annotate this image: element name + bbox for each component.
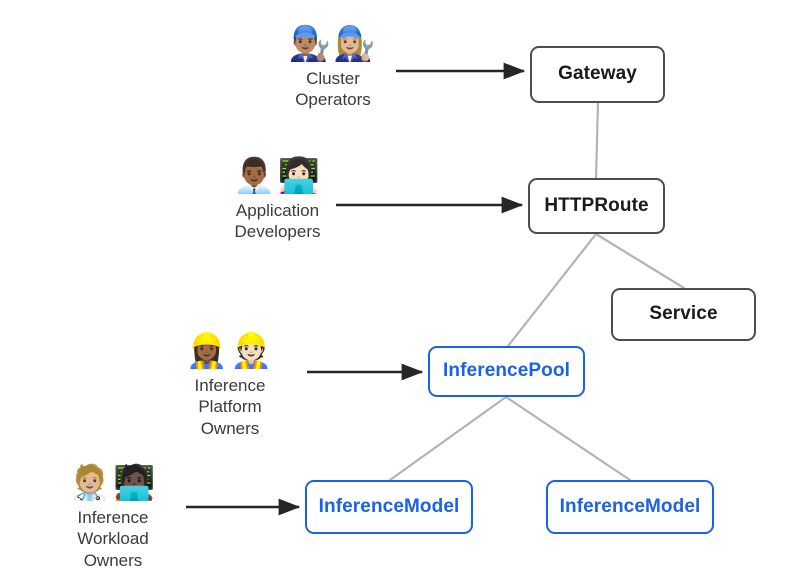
persona-label-inference-platform-owners: Inference Platform Owners bbox=[194, 376, 266, 438]
node-inferencepool[interactable]: InferencePool bbox=[428, 346, 585, 397]
connector-httproute-inferencepool bbox=[506, 232, 598, 348]
connector-httproute-service bbox=[594, 232, 686, 290]
connector-gateway-httproute bbox=[594, 101, 600, 180]
persona-icon-inference-workload-owners: 🧑🏼‍⚕️🧑🏿‍💻 bbox=[68, 463, 158, 503]
persona-label-cluster-operators: Cluster Operators bbox=[295, 69, 371, 110]
node-label-service: Service bbox=[649, 303, 718, 325]
persona-icon-application-developers: 👨🏾‍💼👩🏻‍💻 bbox=[233, 156, 322, 196]
node-gateway[interactable]: Gateway bbox=[530, 46, 665, 103]
persona-label-application-developers: Application Developers bbox=[234, 201, 321, 242]
node-label-inferencemodel-left: InferenceModel bbox=[318, 495, 460, 517]
connector-inferencepool-model-left bbox=[388, 395, 508, 482]
persona-inference-workload-owners: 🧑🏼‍⚕️🧑🏿‍💻 Inference Workload Owners bbox=[57, 466, 169, 571]
node-label-inferencepool: InferencePool bbox=[443, 360, 570, 382]
connector-lines bbox=[388, 101, 686, 482]
node-service[interactable]: Service bbox=[611, 288, 756, 341]
node-httproute[interactable]: HTTPRoute bbox=[528, 178, 665, 234]
node-label-httproute: HTTPRoute bbox=[544, 194, 649, 216]
persona-arrows bbox=[186, 62, 526, 516]
persona-inference-platform-owners: 👷🏾‍♀️👷🏻 Inference Platform Owners bbox=[177, 334, 283, 439]
persona-icon-cluster-operators: 👨🏽‍🔧👩🏼‍🔧 bbox=[288, 24, 378, 64]
persona-cluster-operators: 👨🏽‍🔧👩🏼‍🔧 Cluster Operators bbox=[283, 27, 383, 111]
persona-application-developers: 👨🏾‍💼👩🏻‍💻 Application Developers bbox=[225, 159, 330, 243]
persona-icon-inference-platform-owners: 👷🏾‍♀️👷🏻 bbox=[185, 331, 275, 371]
node-label-gateway: Gateway bbox=[558, 63, 637, 85]
node-inferencemodel-left[interactable]: InferenceModel bbox=[305, 480, 473, 534]
node-label-inferencemodel-right: InferenceModel bbox=[559, 495, 701, 517]
node-inferencemodel-right[interactable]: InferenceModel bbox=[546, 480, 714, 534]
persona-label-inference-workload-owners: Inference Workload Owners bbox=[77, 508, 149, 570]
connector-inferencepool-model-right bbox=[504, 395, 632, 482]
